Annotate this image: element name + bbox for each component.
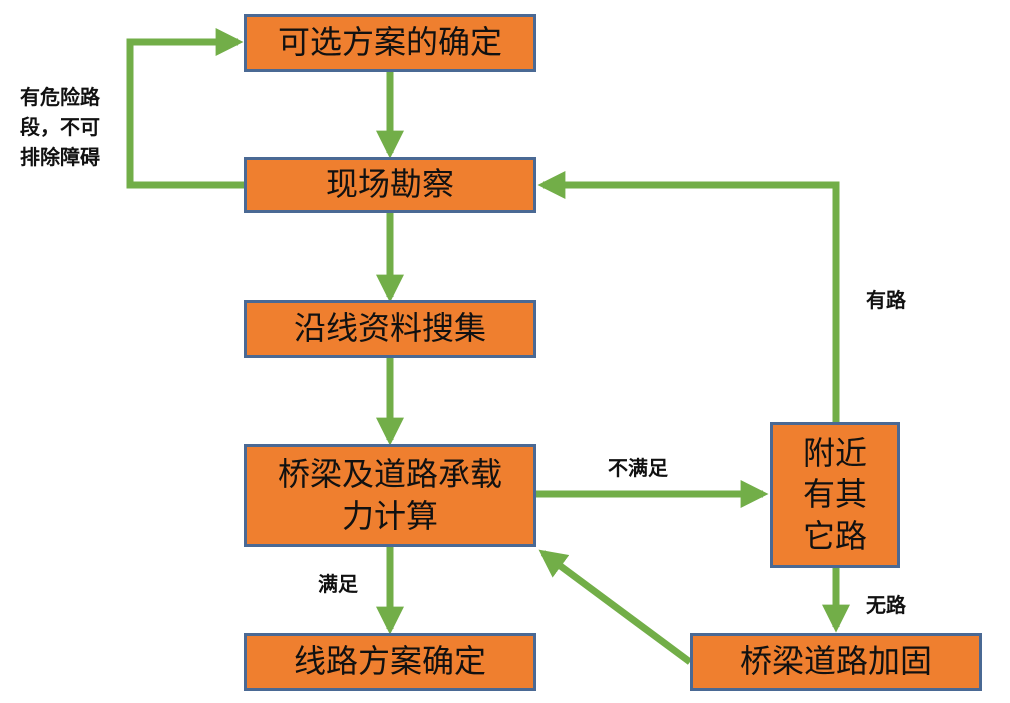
- label-hazard-line3: 排除障碍: [20, 145, 100, 169]
- node-collect-data: 沿线资料搜集: [244, 300, 536, 358]
- label-no-route-text: 无路: [866, 593, 906, 617]
- node-route-confirm: 线路方案确定: [244, 633, 536, 691]
- arrow-other-route-to-survey: [537, 171, 840, 422]
- label-hazard: 有危险路 段，不可 排除障碍: [20, 82, 100, 172]
- node-other-route-text-line2: 有其: [802, 475, 867, 514]
- node-bearing-calc-text-line1: 桥梁及道路承载: [277, 454, 502, 493]
- node-other-route-text-line3: 它路: [802, 516, 867, 555]
- arrow-reinforce-to-calc: [538, 549, 693, 665]
- label-hazard-line1: 有危险路: [20, 85, 100, 109]
- node-select-options-text: 可选方案的确定: [277, 23, 502, 62]
- node-route-confirm-text: 线路方案确定: [293, 642, 486, 681]
- node-other-route: 附近 有其 它路: [770, 422, 900, 568]
- node-bearing-calc-text-line2: 力计算: [341, 496, 438, 535]
- label-not-satisfied-text: 不满足: [608, 456, 668, 480]
- node-site-survey-text: 现场勘察: [325, 165, 454, 204]
- node-collect-data-text: 沿线资料搜集: [293, 309, 486, 348]
- label-hazard-line2: 段，不可: [20, 115, 100, 139]
- node-bearing-calc: 桥梁及道路承载 力计算: [244, 444, 536, 547]
- label-satisfied-text: 满足: [318, 572, 358, 596]
- node-other-route-text-line1: 附近: [802, 433, 867, 472]
- node-reinforce-text: 桥梁道路加固: [739, 642, 932, 681]
- arrow-survey-to-options-loop: [126, 28, 244, 189]
- label-has-route: 有路: [866, 285, 906, 315]
- node-reinforce: 桥梁道路加固: [690, 633, 982, 691]
- node-site-survey: 现场勘察: [244, 157, 536, 213]
- node-select-options: 可选方案的确定: [244, 14, 536, 72]
- label-satisfied: 满足: [318, 569, 358, 599]
- label-has-route-text: 有路: [866, 288, 906, 312]
- label-no-route: 无路: [866, 590, 906, 620]
- label-not-satisfied: 不满足: [608, 453, 668, 483]
